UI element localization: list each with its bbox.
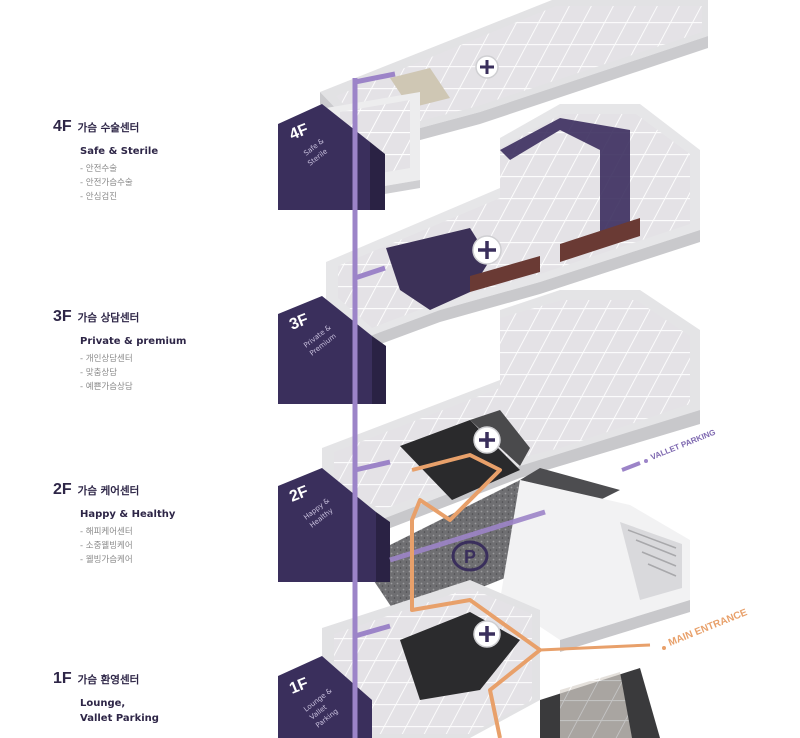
annex-building [500, 480, 690, 652]
list-item: - 개인상담센터 [80, 354, 133, 364]
floor-subtitle: Safe & Sterile [80, 146, 159, 157]
floor-subtitle: Lounge, Vallet Parking [80, 696, 283, 726]
floor-number: 1F [53, 670, 72, 687]
floor-tag-2f: 2F Happy & Healthy [278, 468, 390, 582]
list-item: - 웰빙가슴케어 [80, 555, 133, 565]
medical-plus-icon-3f [472, 235, 502, 265]
medical-plus-icon-4f [475, 55, 499, 79]
list-item: - 예쁜가슴상담 [80, 382, 133, 392]
floor-service-list: - 안전수술 - 안전가슴수술 - 안심검진 [80, 162, 283, 204]
floor-tag-1f: 1F Lounge & Vallet Parking [278, 656, 372, 738]
consult-room-strip [560, 218, 640, 262]
floor-subtitle-line: Lounge, [80, 698, 126, 709]
elevator-shaft-line [352, 71, 546, 738]
floor-tag-3f: 3F Private & Premium [278, 296, 386, 404]
floor-2f-slab [322, 290, 700, 532]
main-entrance-route [410, 453, 651, 738]
floor-3f-slab [326, 104, 700, 348]
consult-corridor [500, 118, 630, 240]
list-item: - 해피케어센터 [80, 527, 133, 537]
floor-tag-label: 4F [287, 121, 311, 144]
floor-tag-label: 1F [287, 675, 311, 698]
floor-service-list: - 해피케어센터 - 소중웰빙케어 - 웰빙가슴케어 [80, 525, 283, 567]
floor-subtitle-line: Vallet Parking [80, 713, 159, 724]
floor-tag-label: 2F [287, 483, 311, 506]
parking-symbol: P [464, 547, 476, 567]
floor-number: 4F [53, 118, 72, 135]
floor-subtitle: Happy & Healthy [80, 509, 176, 520]
floor-service-list: - 개인상담센터 - 맞춤상담 - 예쁜가슴상담 [80, 352, 283, 394]
medical-plus-icon-2f [473, 426, 501, 454]
floor-tag-4f: 4F Safe & Sterile [278, 104, 385, 210]
list-item: - 맞춤상담 [80, 368, 118, 378]
floor-title: 가슴 수술센터 [77, 122, 140, 134]
floor-subtitle: Private & premium [80, 336, 187, 347]
floor-info-2f: 2F 가슴 케어센터 Happy & Healthy - 해피케어센터 - 소중… [53, 481, 283, 567]
list-item: - 소중웰빙케어 [80, 541, 133, 551]
floor-number: 3F [53, 308, 72, 325]
floor-title: 가슴 상담센터 [77, 312, 140, 324]
parking-icon: P [451, 540, 489, 572]
floor-tag-label: 3F [287, 311, 311, 334]
floor-title: 가슴 환영센터 [77, 674, 140, 686]
floor-info-3f: 3F 가슴 상담센터 Private & premium - 개인상담센터 - … [53, 308, 283, 394]
floor-title: 가슴 케어센터 [77, 485, 140, 497]
floor-info-1f: 1F 가슴 환영센터 Lounge, Vallet Parking [53, 670, 283, 726]
list-item: - 안심검진 [80, 192, 118, 202]
floor-info-4f: 4F 가슴 수술센터 Safe & Sterile - 안전수술 - 안전가슴수… [53, 118, 283, 204]
medical-plus-icon-1f [473, 620, 501, 648]
list-item: - 안전수술 [80, 164, 118, 174]
list-item: - 안전가슴수술 [80, 178, 133, 188]
floor-number: 2F [53, 481, 72, 498]
